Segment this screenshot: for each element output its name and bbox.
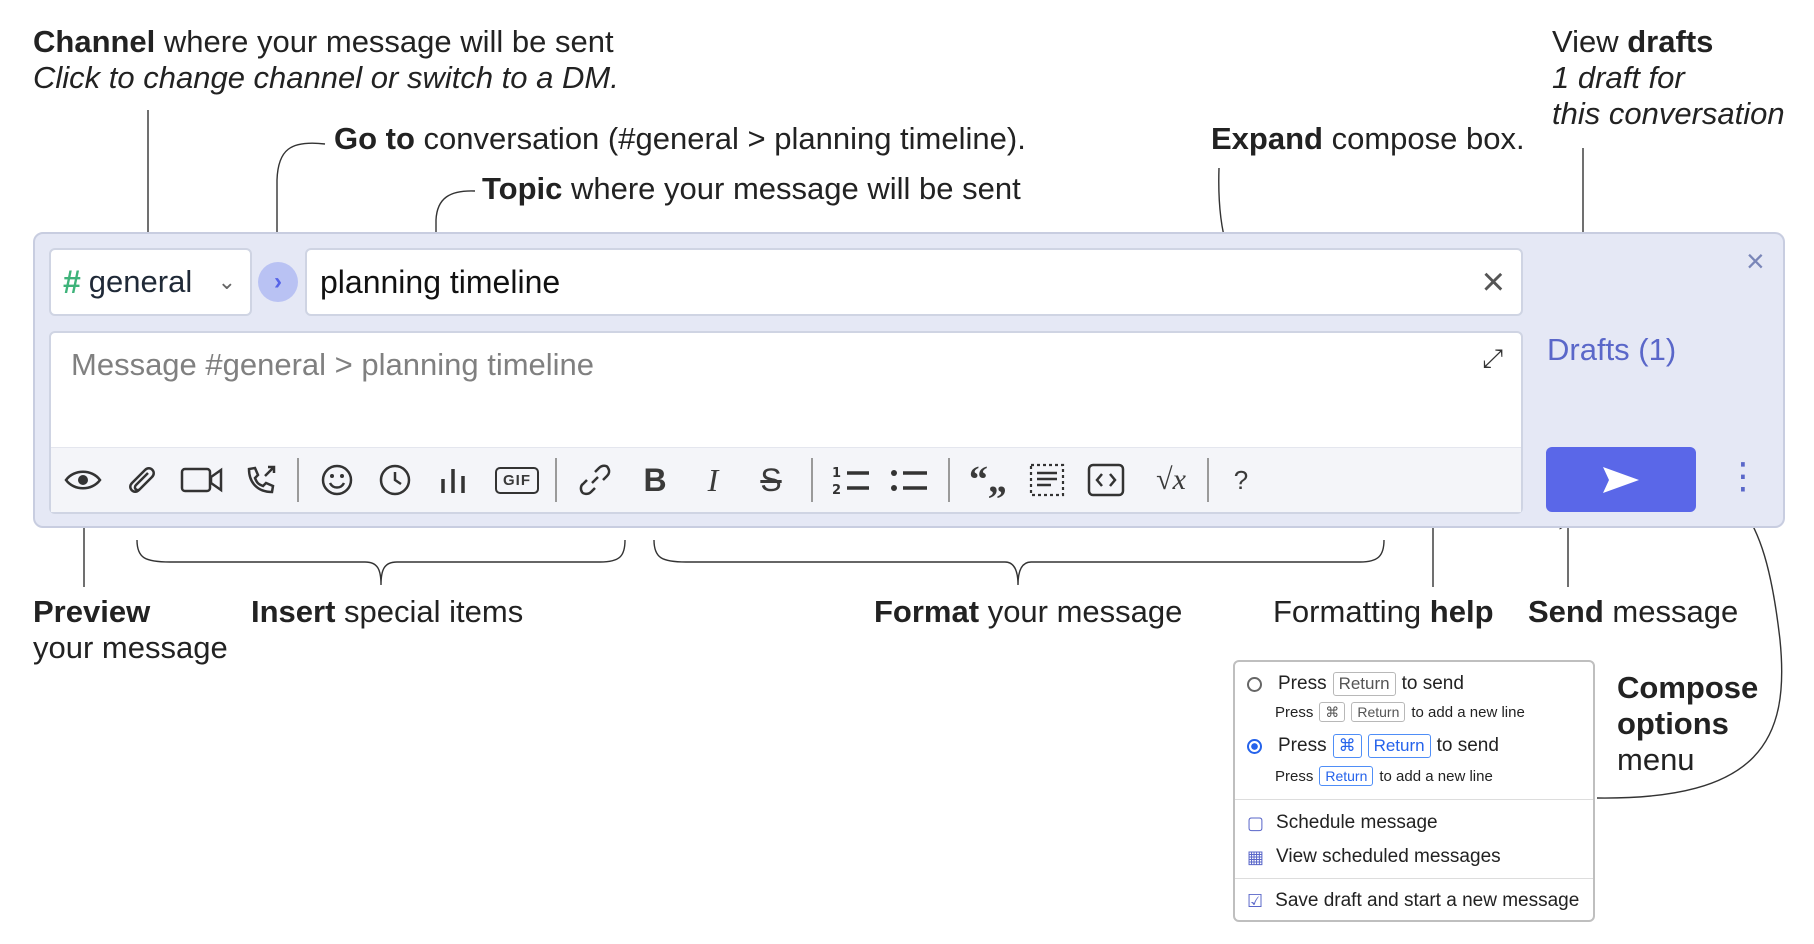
bracket-insert xyxy=(136,539,626,586)
more-options-icon[interactable]: ⋮ xyxy=(1725,455,1761,496)
menu-option-enter-send[interactable]: Press Return to send xyxy=(1247,672,1464,696)
code-block-icon[interactable] xyxy=(1084,460,1128,500)
menu-divider xyxy=(1235,799,1593,800)
annotation-drafts: View drafts 1 draft for this conversatio… xyxy=(1552,24,1785,131)
menu-item-save-draft[interactable]: ☑ Save draft and start a new message xyxy=(1247,890,1580,911)
quote-icon[interactable]: “„ xyxy=(969,459,1007,501)
annotation-insert: Insert special items xyxy=(251,594,524,629)
draft-check-icon: ☑ xyxy=(1247,890,1264,911)
radio-selected-icon xyxy=(1247,738,1262,754)
toolbar-separator xyxy=(297,458,299,502)
clock-icon[interactable] xyxy=(373,460,417,500)
video-call-icon[interactable] xyxy=(177,460,227,500)
toolbar-separator xyxy=(1207,458,1209,502)
annotation-preview: Preview your message xyxy=(33,594,228,665)
annotation-goto: Go to conversation (#general > planning … xyxy=(334,121,1026,156)
go-to-conversation-button[interactable]: › xyxy=(258,262,298,302)
gif-label: GIF xyxy=(495,466,539,494)
formatting-help-icon[interactable]: ? xyxy=(1233,464,1249,495)
bullet-list-icon[interactable] xyxy=(887,460,931,500)
annotation-expand: Expand compose box. xyxy=(1211,121,1525,156)
link-icon[interactable] xyxy=(573,460,617,500)
emoji-icon[interactable] xyxy=(315,460,359,500)
svg-text:2: 2 xyxy=(832,483,841,496)
clear-topic-icon[interactable]: × xyxy=(1481,260,1505,304)
message-placeholder: Message #general > planning timeline xyxy=(71,347,595,382)
radio-unselected-icon xyxy=(1247,676,1262,692)
bold-icon[interactable]: B xyxy=(643,461,667,498)
drafts-link[interactable]: Drafts (1) xyxy=(1547,332,1677,367)
gif-button[interactable]: GIF xyxy=(492,460,542,500)
menu-item-view-scheduled[interactable]: ▦ View scheduled messages xyxy=(1247,846,1501,867)
annotation-compose-menu: Compose options menu xyxy=(1617,670,1759,777)
annotation-format: Format your message xyxy=(874,594,1183,629)
math-icon[interactable]: √x xyxy=(1156,463,1186,496)
voice-call-icon[interactable] xyxy=(239,460,283,500)
annotation-channel: Channel where your message will be sent … xyxy=(33,24,619,95)
menu-option-enter-send-sub: Press ⌘ Return to add a new line xyxy=(1275,702,1525,722)
compose-options-menu: Press Return to send Press ⌘ Return to a… xyxy=(1233,660,1595,922)
send-icon xyxy=(1603,466,1639,493)
spoiler-icon[interactable] xyxy=(1025,460,1069,500)
close-compose-icon[interactable]: × xyxy=(1746,243,1765,279)
calendar-grid-icon: ▦ xyxy=(1247,846,1265,867)
expand-compose-icon[interactable]: ⤢ xyxy=(1482,343,1503,373)
paperclip-icon[interactable] xyxy=(119,460,163,500)
poll-icon[interactable] xyxy=(431,460,475,500)
topic-value: planning timeline xyxy=(320,263,561,300)
bracket-format xyxy=(653,539,1385,586)
calendar-icon: ▢ xyxy=(1247,812,1265,833)
preview-eye-icon[interactable] xyxy=(61,460,105,500)
hash-icon: # xyxy=(63,263,81,300)
annotation-help: Formatting help xyxy=(1273,594,1494,629)
menu-option-cmd-enter-send-sub: Press Return to add a new line xyxy=(1275,766,1493,786)
channel-name: general xyxy=(88,264,193,299)
chevron-down-icon: ⌄ xyxy=(217,269,236,294)
chevron-right-icon: › xyxy=(274,268,282,295)
channel-picker[interactable]: # general ⌄ xyxy=(49,248,252,316)
menu-option-cmd-enter-send[interactable]: Press ⌘ Return to send xyxy=(1247,734,1499,758)
strikethrough-icon[interactable]: S xyxy=(760,461,782,498)
toolbar-separator xyxy=(555,458,557,502)
annotation-topic: Topic where your message will be sent xyxy=(482,171,1021,206)
menu-divider xyxy=(1235,878,1593,879)
toolbar-separator xyxy=(811,458,813,502)
send-button[interactable] xyxy=(1546,447,1696,512)
svg-text:1: 1 xyxy=(832,466,841,481)
annotation-send: Send message xyxy=(1528,594,1739,629)
menu-item-schedule[interactable]: ▢ Schedule message xyxy=(1247,812,1438,833)
toolbar-separator xyxy=(948,458,950,502)
topic-input[interactable]: planning timeline × xyxy=(305,248,1523,316)
italic-icon[interactable]: I xyxy=(707,461,719,498)
message-textarea[interactable]: Message #general > planning timeline ⤢ G… xyxy=(49,331,1523,514)
